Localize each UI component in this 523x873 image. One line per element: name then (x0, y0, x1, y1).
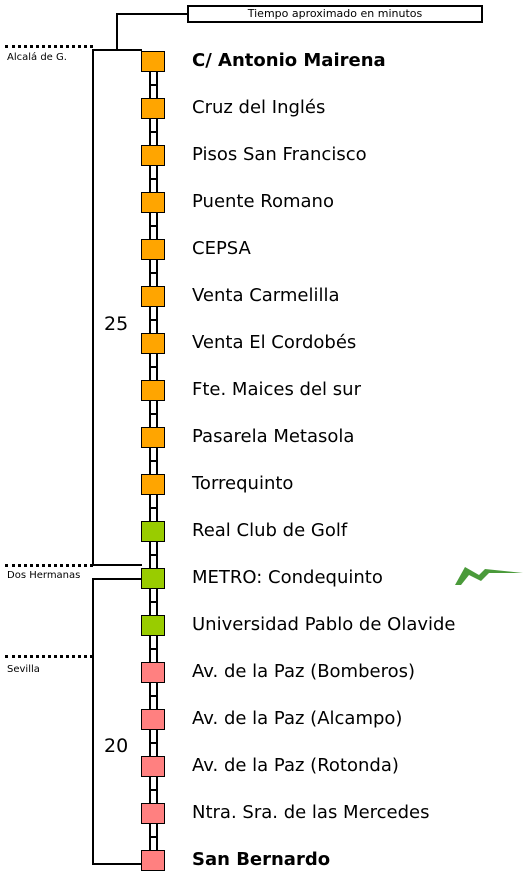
track-tie (149, 413, 157, 415)
stop-marker (141, 239, 165, 260)
zone-label-alcala: Alcalá de G. (7, 52, 67, 63)
stop-label: Av. de la Paz (Alcampo) (192, 708, 403, 729)
stop-label: Ntra. Sra. de las Mercedes (192, 802, 430, 823)
stop-label: CEPSA (192, 238, 251, 259)
zone-line-dos-hermanas (5, 564, 93, 567)
segment-bracket-1 (92, 49, 142, 566)
stop-label: Pisos San Francisco (192, 144, 367, 165)
stop-label: Av. de la Paz (Bomberos) (192, 661, 416, 682)
track-tie (149, 366, 157, 368)
stop-label: Cruz del Inglés (192, 97, 326, 118)
stop-marker (141, 850, 165, 871)
legend-leader-horizontal (116, 13, 187, 15)
track-tie (149, 554, 157, 556)
stop-label: METRO: Condequinto (192, 567, 383, 588)
stop-marker (141, 51, 165, 72)
stop-marker (141, 803, 165, 824)
stop-label: Pasarela Metasola (192, 426, 355, 447)
stop-label: Puente Romano (192, 191, 334, 212)
segment-minutes-1: 25 (104, 313, 129, 335)
stop-marker (141, 192, 165, 213)
stop-marker (141, 145, 165, 166)
stop-marker (141, 521, 165, 542)
track-tie (149, 601, 157, 603)
track-tie (149, 507, 157, 509)
stop-label: Venta El Cordobés (192, 332, 357, 353)
track-tie (149, 460, 157, 462)
stop-marker (141, 568, 165, 589)
zone-label-dos-hermanas: Dos Hermanas (7, 570, 81, 581)
track-tie (149, 695, 157, 697)
stop-marker (141, 286, 165, 307)
track-rail-right (156, 60, 158, 860)
track-tie (149, 272, 157, 274)
metro-logo-icon (455, 567, 523, 585)
stop-label: Venta Carmelilla (192, 285, 340, 306)
track-tie (149, 178, 157, 180)
stop-label: Universidad Pablo de Olavide (192, 614, 456, 635)
zone-line-sevilla (5, 655, 93, 658)
stop-marker (141, 709, 165, 730)
stop-label: Fte. Maices del sur (192, 379, 361, 400)
track-tie (149, 225, 157, 227)
track-tie (149, 131, 157, 133)
stop-label: Av. de la Paz (Rotonda) (192, 755, 399, 776)
stop-marker (141, 98, 165, 119)
track-tie (149, 84, 157, 86)
stop-marker (141, 380, 165, 401)
legend-text: Tiempo aproximado en minutos (247, 7, 423, 20)
stop-marker (141, 474, 165, 495)
legend-leader-vertical (116, 13, 118, 51)
zone-line-alcala (5, 45, 93, 48)
segment-bracket-2 (92, 578, 142, 865)
stop-label: Torrequinto (192, 473, 294, 494)
track-tie (149, 742, 157, 744)
stop-label: C/ Antonio Mairena (192, 50, 386, 71)
segment-minutes-2: 20 (104, 735, 129, 757)
stop-label: Real Club de Golf (192, 520, 348, 541)
track-tie (149, 648, 157, 650)
stop-marker (141, 333, 165, 354)
legend-box: Tiempo aproximado en minutos (187, 5, 483, 23)
stop-marker (141, 615, 165, 636)
track-tie (149, 836, 157, 838)
stop-marker (141, 662, 165, 683)
track-tie (149, 319, 157, 321)
stop-marker (141, 427, 165, 448)
stop-marker (141, 756, 165, 777)
track-tie (149, 789, 157, 791)
stop-label: San Bernardo (192, 849, 331, 870)
zone-label-sevilla: Sevilla (7, 664, 40, 675)
